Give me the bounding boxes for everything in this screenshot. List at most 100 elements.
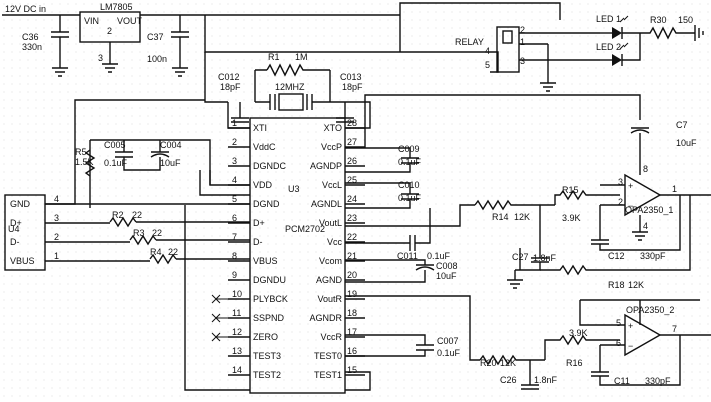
c26-value: 1.8nF bbox=[534, 375, 558, 385]
c009-ref: C009 bbox=[398, 144, 420, 154]
ic-left-pin-number: 11 bbox=[232, 308, 241, 318]
r30-resistor bbox=[640, 26, 695, 40]
usb-pin-number: 4 bbox=[54, 194, 59, 204]
ic-right-pin-number: 21 bbox=[347, 251, 357, 261]
usb-signal-wires bbox=[136, 221, 250, 260]
regulator-pin2: 2 bbox=[107, 26, 112, 36]
led2-label: LED 2 bbox=[596, 42, 621, 52]
c7-capacitor bbox=[630, 127, 650, 165]
ic-right-pin-name: TEST1 bbox=[314, 370, 342, 380]
r18-ref: R18 bbox=[608, 280, 625, 290]
c26-capacitor bbox=[521, 360, 539, 390]
c009-value: 0.1uF bbox=[398, 157, 422, 167]
relay-pin-1: 1 bbox=[520, 37, 525, 47]
r16-ref: R16 bbox=[566, 358, 583, 368]
ic-right-pin-number: 27 bbox=[347, 137, 357, 147]
ic-left-pin-number: 12 bbox=[232, 327, 242, 337]
regulator-name: LM7805 bbox=[100, 2, 133, 12]
ic-left-pin-number: 13 bbox=[232, 346, 242, 356]
ic-left-pin-name: ZERO bbox=[253, 332, 278, 342]
r5-value: 1.5K bbox=[75, 157, 94, 167]
ic-right-pin-name: AGNDR bbox=[309, 313, 342, 323]
ic-right-pin-name: AGNDP bbox=[310, 161, 342, 171]
ic-left-pin-name: VDD bbox=[253, 180, 273, 190]
c37-capacitor bbox=[171, 15, 189, 77]
ic-right-pin-number: 23 bbox=[347, 213, 357, 223]
usb-ref: U4 bbox=[8, 224, 20, 234]
usb-pin-name: GND bbox=[10, 199, 31, 209]
ic-right-pin-name: VoutL bbox=[319, 218, 342, 228]
led1-label: LED 1 bbox=[596, 14, 621, 24]
ic-left-pin-name: D+ bbox=[253, 218, 265, 228]
ic-left-pin-name: TEST2 bbox=[253, 370, 281, 380]
crystal-label: 12MHZ bbox=[275, 82, 305, 92]
ic-right-pin-name: AGND bbox=[316, 275, 343, 285]
ic-name: PCM2702 bbox=[285, 224, 325, 234]
ic-right-pin-name: AGNDL bbox=[311, 199, 342, 209]
c004-value: 10uF bbox=[160, 158, 181, 168]
r18-value: 12K bbox=[628, 280, 644, 290]
r15-resistor bbox=[554, 189, 620, 205]
r16-value: 3.9K bbox=[569, 328, 588, 338]
opamp2-pin-plus: 5 bbox=[616, 318, 621, 328]
opamp1-pin-minus: 2 bbox=[618, 197, 623, 207]
r14-value: 12K bbox=[514, 212, 530, 222]
c7-value: 10uF bbox=[676, 138, 697, 148]
relay-block: RELAY 2 4 5 1 3 LED 1 LED 2 R30 150 bbox=[399, 2, 704, 92]
c012-ref: C012 bbox=[218, 72, 240, 82]
opamp1-symbol bbox=[624, 173, 662, 217]
ic-left-pin-name: XTI bbox=[253, 123, 267, 133]
ic-right-pin-number: 15 bbox=[347, 365, 357, 375]
opamp2-plus: + bbox=[628, 321, 633, 331]
opamp2-name: OPA2350_2 bbox=[626, 305, 674, 315]
c010-ref: C010 bbox=[398, 180, 420, 190]
ic-left-pin-number: 6 bbox=[232, 213, 237, 223]
c27-capacitor bbox=[515, 205, 549, 271]
opamp1-pin-plus: 3 bbox=[618, 177, 623, 187]
ic-left-pin-name: DGND bbox=[253, 199, 280, 209]
r5-ref: R5 bbox=[75, 147, 87, 157]
ic-left-pin-number: 10 bbox=[232, 289, 242, 299]
no-connect-mark bbox=[211, 313, 228, 323]
usb-pin-number: 3 bbox=[54, 213, 59, 223]
r4-value: 22 bbox=[168, 247, 178, 257]
opamp2-pin-minus: 6 bbox=[616, 338, 621, 348]
opamp1-ground bbox=[632, 231, 648, 241]
opamp1-minus: − bbox=[628, 201, 633, 211]
c004-ref: C004 bbox=[160, 140, 182, 150]
relay-coil bbox=[502, 30, 513, 44]
c012-capacitor bbox=[231, 102, 249, 123]
ic-left-pin-number: 5 bbox=[232, 194, 237, 204]
r16-resistor bbox=[544, 334, 620, 360]
c11-capacitor bbox=[591, 335, 681, 386]
opamp1-pin-out: 1 bbox=[672, 184, 677, 194]
ic-right-pin-name: XTO bbox=[324, 123, 342, 133]
opamp2-pin-out: 7 bbox=[672, 324, 677, 334]
ic-right-pin-number: 20 bbox=[347, 270, 357, 280]
r14-resistor bbox=[474, 199, 555, 211]
c007-value: 0.1uF bbox=[437, 348, 461, 358]
r15-value: 3.9K bbox=[562, 213, 581, 223]
c27-value: 1.8nF bbox=[533, 253, 557, 263]
ic-left-pin-number: 14 bbox=[232, 365, 242, 375]
c010-value: 0.1uF bbox=[398, 193, 422, 203]
c008-capacitor bbox=[345, 259, 435, 283]
r2-resistor bbox=[109, 216, 137, 228]
ic-left-pin-number: 3 bbox=[232, 156, 237, 166]
relay-pin-4: 4 bbox=[485, 46, 490, 56]
ic-right-pin-number: 16 bbox=[347, 346, 357, 356]
c37-ref: C37 bbox=[147, 32, 164, 42]
opamp1-pin-gnd: 4 bbox=[643, 221, 648, 231]
r18-resistor bbox=[519, 195, 691, 276]
r3-resistor bbox=[129, 234, 157, 246]
ic-left-pin-name: DGNDC bbox=[253, 161, 286, 171]
c12-capacitor bbox=[591, 195, 681, 251]
opamp2-symbol bbox=[624, 313, 662, 357]
opamp-2-block: R20 12K R16 3.9K C26 1.8nF + − 5 6 7 OPA… bbox=[345, 295, 711, 390]
r14-ref: R14 bbox=[492, 212, 509, 222]
ic-right-pin-name: Vcom bbox=[319, 256, 342, 266]
ic-right-pin-number: 25 bbox=[347, 175, 357, 185]
opamp-1-block: R14 12K R15 3.9K C27 1.8nF + − 3 2 8 4 1… bbox=[345, 164, 711, 290]
r1-value: 1M bbox=[295, 52, 308, 62]
